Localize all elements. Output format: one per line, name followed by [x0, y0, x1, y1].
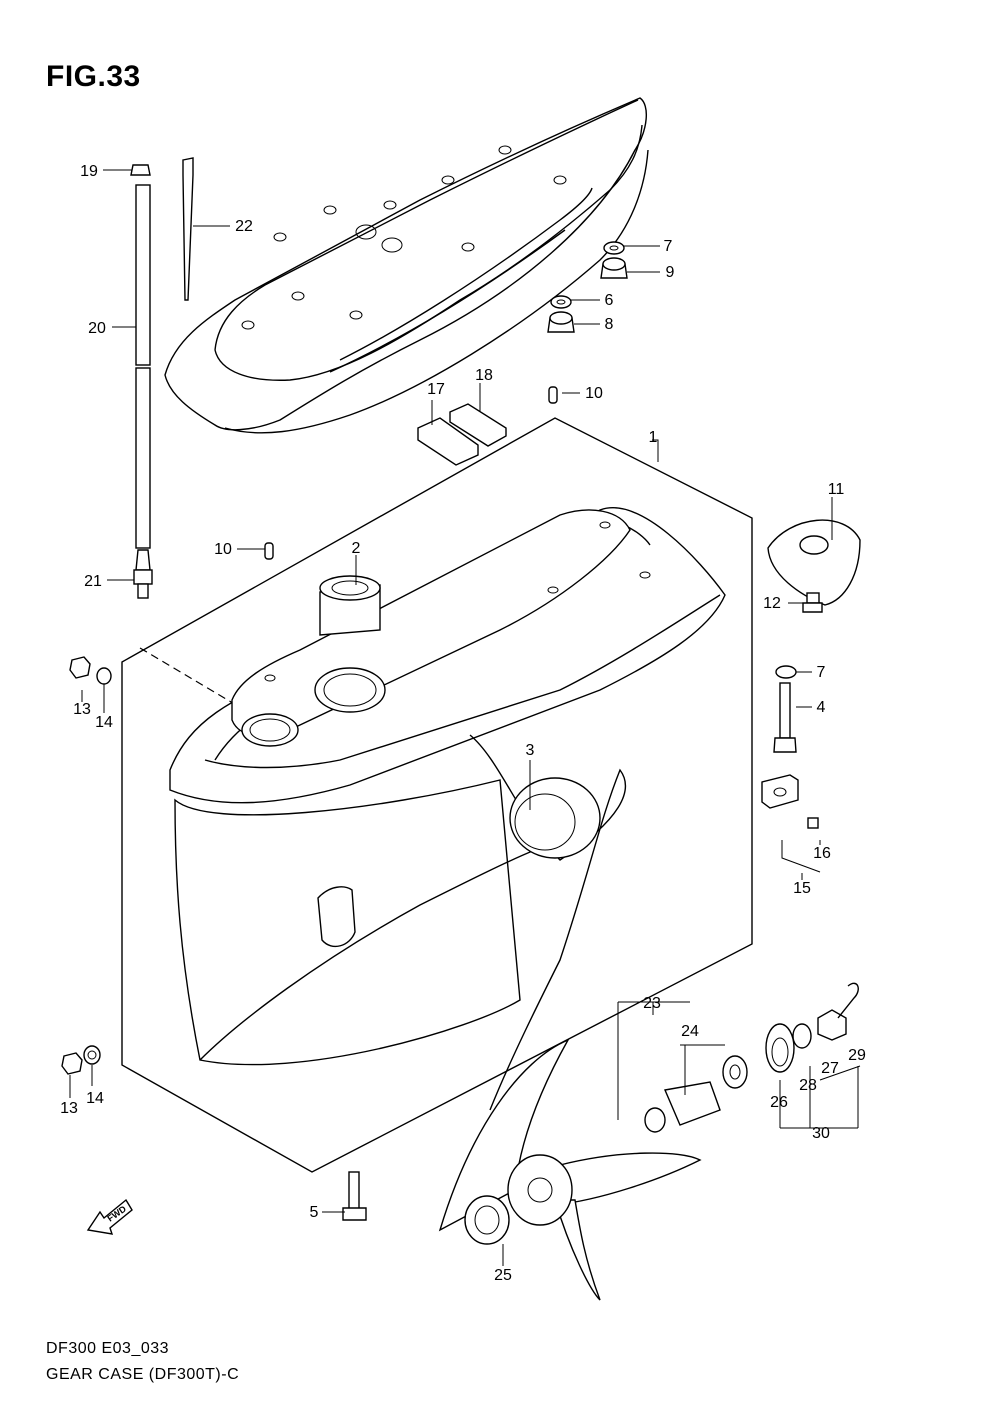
speedometer-hose-assembly — [130, 157, 194, 599]
callout-20: 20 — [88, 320, 106, 337]
figure-title: FIG.33 — [46, 60, 141, 93]
callout-labels: 1 2 3 4 5 6 7 7 8 9 10 10 11 12 13 13 14… — [60, 163, 866, 1284]
callout-14b: 14 — [86, 1090, 104, 1107]
callout-16: 16 — [813, 845, 831, 862]
callout-10a: 10 — [585, 385, 603, 402]
washers-nuts-upper — [547, 241, 628, 404]
callout-22: 22 — [235, 218, 253, 235]
callout-1: 1 — [649, 429, 658, 446]
cover-plate — [164, 97, 649, 434]
callout-7b: 7 — [817, 664, 826, 681]
callout-13b: 13 — [60, 1100, 78, 1117]
callout-15: 15 — [793, 880, 811, 897]
diagram-title-caption: GEAR CASE (DF300T)-C — [46, 1366, 240, 1383]
callout-8: 8 — [605, 316, 614, 333]
bolt-5 — [342, 1171, 367, 1221]
callout-25: 25 — [494, 1267, 512, 1284]
callout-30: 30 — [812, 1125, 830, 1142]
callout-17: 17 — [427, 381, 445, 398]
callout-11: 11 — [828, 481, 845, 498]
callout-12: 12 — [763, 595, 781, 612]
callout-19: 19 — [80, 163, 98, 180]
propeller-assembly — [438, 982, 861, 1301]
callout-2: 2 — [352, 540, 361, 557]
drain-plugs — [61, 656, 112, 1075]
callout-13a: 13 — [73, 701, 91, 718]
callout-24: 24 — [681, 1023, 699, 1040]
forward-arrow-icon: FWD — [86, 1198, 133, 1235]
leader-lines — [69, 169, 833, 1266]
right-side-parts — [761, 519, 861, 873]
callout-18: 18 — [475, 367, 493, 384]
callout-27: 27 — [821, 1060, 839, 1077]
callout-6: 6 — [605, 292, 614, 309]
callout-7a: 7 — [664, 238, 673, 255]
callout-21: 21 — [84, 573, 102, 590]
callout-29: 29 — [848, 1047, 866, 1064]
callout-23: 23 — [643, 995, 661, 1012]
callout-9: 9 — [666, 264, 675, 281]
callout-5: 5 — [310, 1204, 319, 1221]
gear-case-body — [169, 507, 726, 1111]
mounting-pads — [417, 403, 507, 466]
diagram-code-caption: DF300 E03_033 — [46, 1340, 170, 1357]
callout-10b: 10 — [214, 541, 232, 558]
callout-4: 4 — [817, 699, 826, 716]
callout-26: 26 — [770, 1094, 788, 1111]
callout-14a: 14 — [95, 714, 113, 731]
callout-3: 3 — [526, 742, 535, 759]
callout-28: 28 — [799, 1077, 817, 1094]
